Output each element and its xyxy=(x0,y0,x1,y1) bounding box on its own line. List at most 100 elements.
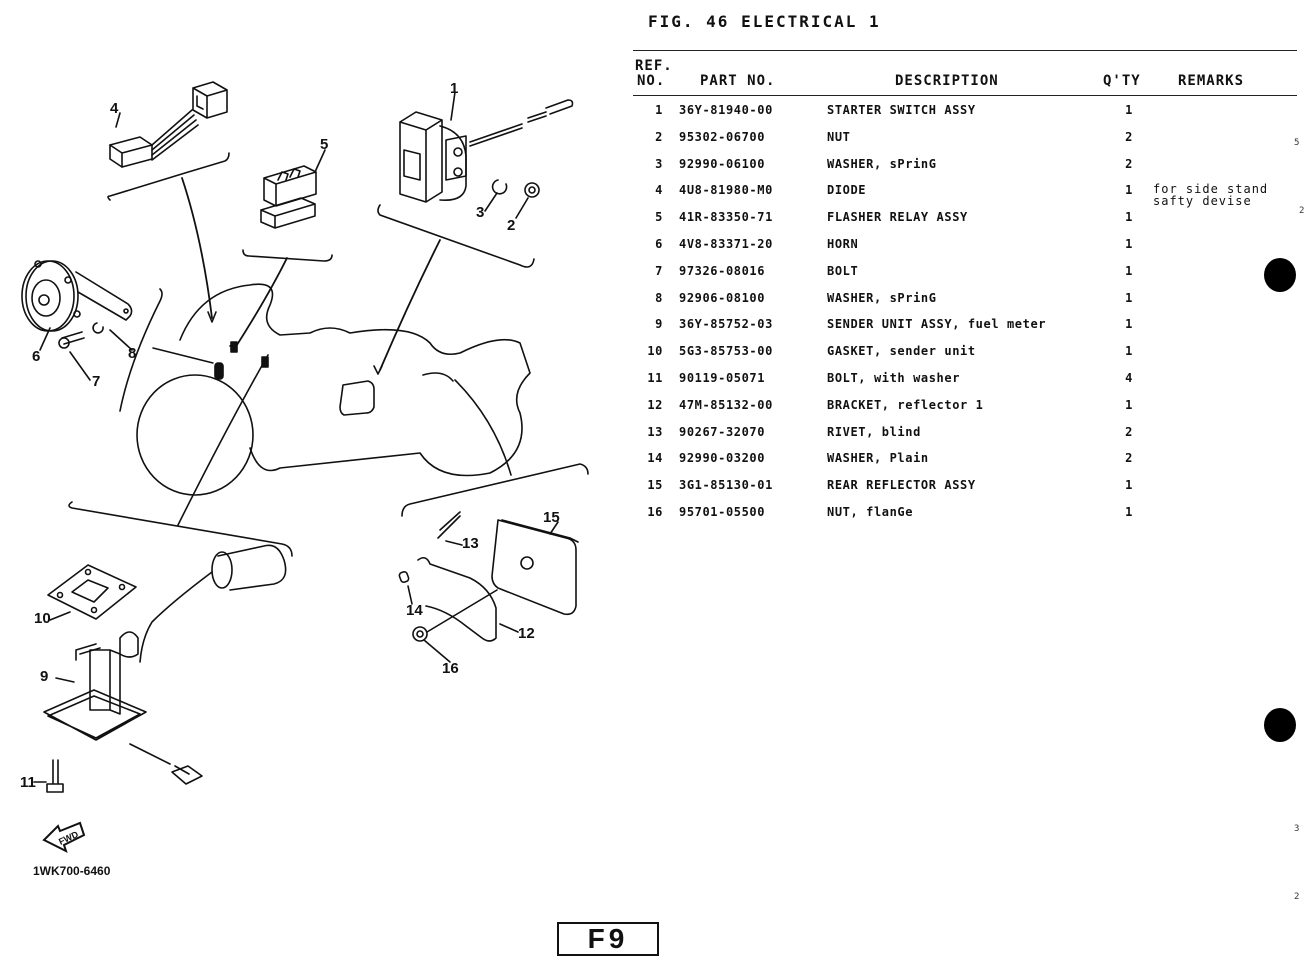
flasher-relay-part xyxy=(260,165,317,229)
part-number-cell: 4U8-81980-M0 xyxy=(679,183,773,198)
quantity-cell: 2 xyxy=(1125,129,1133,144)
description-cell: DIODE xyxy=(827,183,867,198)
description-cell: GASKET, sender unit xyxy=(827,344,976,359)
ref-cell: 1 xyxy=(655,103,663,117)
part-number-cell: 41R-83350-71 xyxy=(679,210,773,225)
horn-part xyxy=(21,260,133,332)
part-number-cell: 92990-03200 xyxy=(679,451,766,466)
quantity-cell: 1 xyxy=(1125,478,1133,493)
quantity-cell: 1 xyxy=(1125,103,1133,117)
ref-cell: 4 xyxy=(655,183,663,198)
callout-12: 12 xyxy=(518,625,535,642)
ref-cell: 16 xyxy=(647,505,663,519)
quantity-cell: 1 xyxy=(1125,263,1133,278)
ref-cell: 7 xyxy=(655,263,663,278)
quantity-cell: 2 xyxy=(1125,451,1133,466)
description-cell: NUT xyxy=(827,129,851,144)
sender-unit-part xyxy=(43,544,287,785)
ref-cell: 10 xyxy=(647,344,663,359)
margin-mark: 5 xyxy=(1294,138,1300,148)
ref-cell: 14 xyxy=(647,451,663,466)
motorcycle-outline xyxy=(136,283,531,496)
spring-washer-part xyxy=(92,322,104,334)
part-number-cell: 4V8-83371-20 xyxy=(679,237,773,251)
group-bracket-diode xyxy=(107,152,230,201)
figure-title: FIG. 46 ELECTRICAL 1 xyxy=(648,12,881,31)
table-row: 9 36Y-85752-03 SENDER UNIT ASSY, fuel mete… xyxy=(633,317,1297,343)
ref-cell: 11 xyxy=(647,371,663,385)
header-part-no: PART NO. xyxy=(700,73,776,89)
ref-cell: 9 xyxy=(655,317,663,332)
diode-part xyxy=(109,81,228,168)
part-number-cell: 36Y-85752-03 xyxy=(679,317,773,332)
page-label: F9 xyxy=(557,922,659,956)
reflector-assembly-part xyxy=(398,511,579,642)
header-remarks: REMARKS xyxy=(1178,73,1245,89)
description-cell: FLASHER RELAY ASSY xyxy=(827,210,968,225)
callout-8: 8 xyxy=(128,345,137,362)
remarks-cell: for side stand xyxy=(1153,182,1269,197)
description-cell: RIVET, blind xyxy=(827,424,921,439)
part-number-cell: 95302-06700 xyxy=(679,129,766,144)
description-cell: BRACKET, reflector 1 xyxy=(827,397,984,412)
remarks-cell-line2: safty devise xyxy=(1153,194,1252,209)
table-row: 13 90267-32070 RIVET, blind 2 xyxy=(633,425,1297,451)
callout-4: 4 xyxy=(110,100,119,117)
callout-9: 9 xyxy=(40,668,49,685)
part-number-cell: 90119-05071 xyxy=(679,371,766,385)
callout-15: 15 xyxy=(543,509,560,526)
callout-3: 3 xyxy=(476,204,485,221)
description-cell: BOLT, with washer xyxy=(827,371,961,385)
header-qty: Q'TY xyxy=(1103,73,1141,89)
callout-7: 7 xyxy=(92,373,101,390)
quantity-cell: 1 xyxy=(1125,317,1133,332)
description-cell: HORN xyxy=(827,237,859,251)
callout-1: 1 xyxy=(450,80,459,97)
part-number-cell: 90267-32070 xyxy=(679,424,766,439)
callout-6: 6 xyxy=(32,348,41,365)
table-row: 16 95701-05500 NUT, flanGe 1 xyxy=(633,505,1297,531)
exploded-parts-diagram: 4 5 1 3 2 6 7 8 10 9 11 13 15 14 12 16 xyxy=(0,0,630,900)
drawing-code: 1WK700-6460 xyxy=(33,864,111,878)
ref-cell: 15 xyxy=(647,478,663,493)
description-cell: BOLT xyxy=(827,263,859,278)
callout-14: 14 xyxy=(406,602,423,619)
part-number-cell: 95701-05500 xyxy=(679,505,766,519)
callout-2: 2 xyxy=(507,217,516,234)
part-number-cell: 47M-85132-00 xyxy=(679,397,773,412)
ref-cell: 13 xyxy=(647,424,663,439)
group-bracket-sender xyxy=(68,501,293,557)
table-top-rule xyxy=(633,50,1297,51)
quantity-cell: 2 xyxy=(1125,424,1133,439)
description-cell: SENDER UNIT ASSY, fuel meter xyxy=(827,317,1047,332)
description-cell: WASHER, sPrinG xyxy=(827,290,937,305)
binder-punch-hole xyxy=(1264,708,1296,742)
callout-11: 11 xyxy=(20,774,36,791)
table-header-rule xyxy=(633,95,1297,96)
part-number-cell: 92990-06100 xyxy=(679,156,766,171)
gasket-part xyxy=(47,564,137,620)
description-cell: STARTER SWITCH ASSY xyxy=(827,103,976,117)
callout-10: 10 xyxy=(34,610,51,627)
quantity-cell: 2 xyxy=(1125,156,1133,171)
spring-washer-part xyxy=(491,179,508,195)
group-bracket-horn xyxy=(119,288,163,412)
part-number-cell: 92906-08100 xyxy=(679,290,766,305)
ref-cell: 12 xyxy=(647,397,663,412)
callout-5: 5 xyxy=(320,136,329,153)
callout-16: 16 xyxy=(442,660,459,677)
diagram-drawing xyxy=(21,81,589,793)
quantity-cell: 1 xyxy=(1125,397,1133,412)
description-cell: NUT, flanGe xyxy=(827,505,914,519)
part-number-cell: 3G1-85130-01 xyxy=(679,478,773,493)
quantity-cell: 1 xyxy=(1125,505,1133,519)
